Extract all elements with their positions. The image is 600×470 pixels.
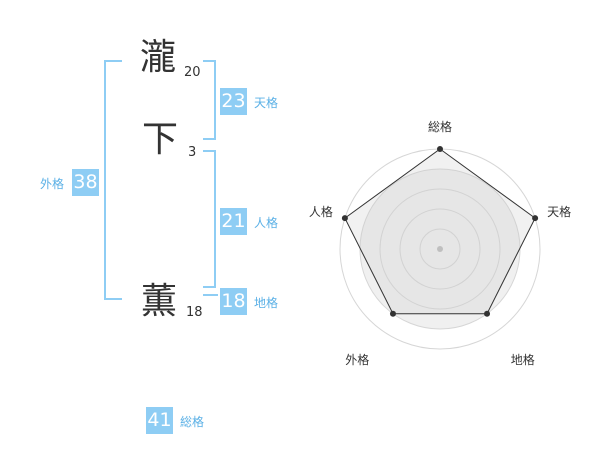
chikaku-badge: 18 — [220, 288, 247, 315]
radar-axis-label: 地格 — [511, 352, 535, 367]
radar-axis-label: 外格 — [345, 352, 369, 367]
tenkaku-label: 天格 — [254, 96, 279, 110]
name-char-2: 下 — [142, 119, 179, 160]
radar-center-dot — [437, 246, 443, 252]
radar-point-2 — [532, 215, 539, 222]
name-char-3-strokes: 18 — [186, 305, 203, 320]
radar-axis-label: 総格 — [428, 119, 452, 134]
radar-point-3 — [484, 310, 491, 317]
radar-axis-label: 人格 — [309, 204, 333, 219]
tenkaku-bracket — [203, 60, 216, 140]
radar-axis-label: 天格 — [547, 204, 571, 219]
jinkaku-badge: 21 — [220, 208, 247, 235]
radar-point-5 — [341, 215, 348, 222]
name-char-2-strokes: 3 — [188, 145, 197, 160]
soukaku-badge: 41 — [146, 407, 173, 434]
gaikaku-badge: 38 — [72, 169, 99, 196]
soukaku-label: 総格 — [180, 415, 205, 429]
chikaku-connector — [203, 294, 218, 296]
name-char-1-strokes: 20 — [184, 65, 201, 80]
radar-point-4 — [389, 310, 396, 317]
radar-ring — [399, 208, 481, 290]
tenkaku-badge: 23 — [220, 88, 247, 115]
name-char-1: 瀧 — [140, 37, 177, 78]
radar-point-1 — [437, 146, 443, 152]
radar-ring — [419, 228, 461, 270]
gaikaku-label: 外格 — [40, 177, 65, 191]
gaikaku-bracket — [104, 60, 122, 300]
jinkaku-label: 人格 — [254, 216, 279, 230]
name-char-3: 薫 — [141, 281, 178, 322]
jinkaku-bracket — [203, 150, 216, 288]
chikaku-label: 地格 — [254, 296, 279, 310]
radar-ring — [379, 188, 501, 310]
radar-series-polygon — [344, 148, 536, 315]
